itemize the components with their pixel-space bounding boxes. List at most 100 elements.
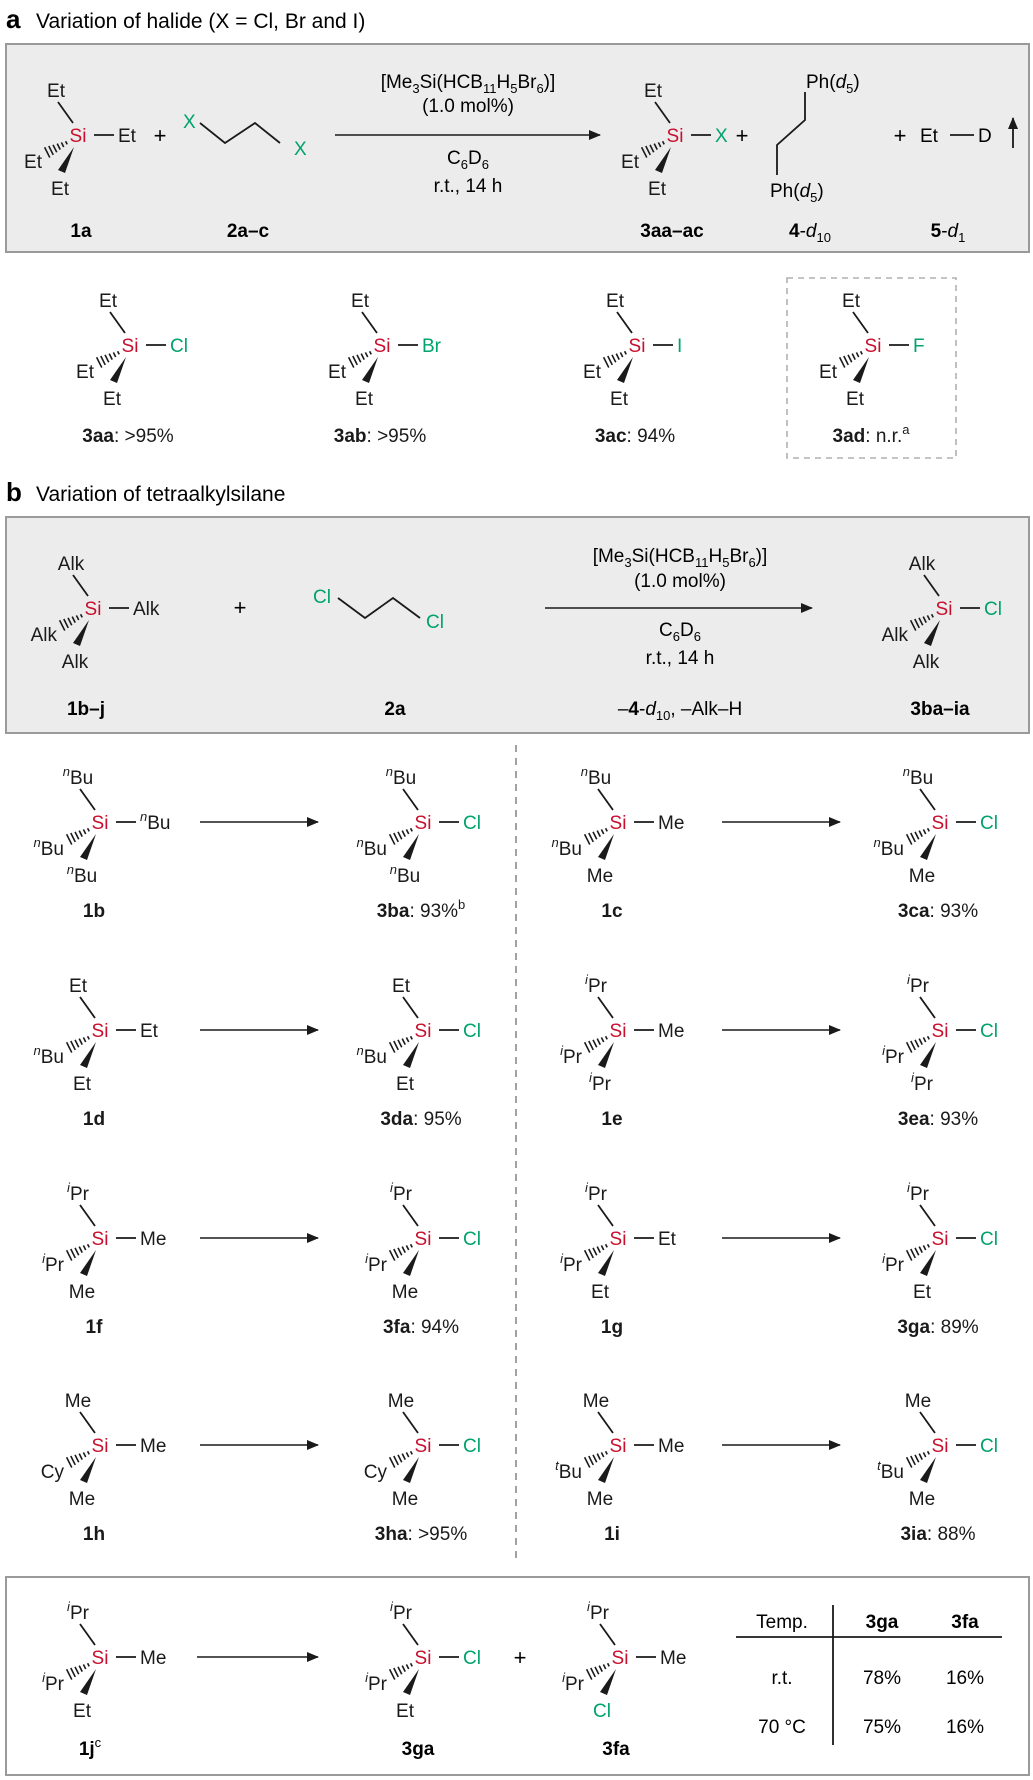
label-5-d1: 5-d1 [931,221,966,245]
atom-label: Cl [984,599,1002,620]
label-1a: 1a [70,221,92,242]
atom-label: Alk [909,554,936,575]
solvent-a: C6D6 [447,148,489,172]
atom-label: Me [909,866,935,887]
atom-label: Et [658,1229,677,1250]
result-3ia: 3ia: 88% [900,1524,975,1545]
atom-label: Et [846,389,865,410]
result-3ea: 3ea: 93% [898,1109,978,1130]
atom-label: Me [65,1391,91,1412]
plus-a3: + [894,123,907,148]
atom-label: iPr [560,1043,583,1068]
silicon-atom: Si [865,336,882,357]
atom-label: Me [660,1648,686,1669]
label-3ba-ia: 3ba–ia [910,699,970,720]
atom-label: iPr [365,1251,388,1276]
atom-label: iPr [67,1599,90,1624]
plus-a1: + [154,123,167,148]
atom-label: Cl [463,1648,481,1669]
atom-label: I [677,336,682,357]
atom-label: iPr [911,1070,934,1095]
result-3ga: 3ga: 89% [897,1317,978,1338]
label-3aa-ac: 3aa–ac [640,221,704,242]
atom-label: Me [388,1391,414,1412]
label-2a-c: 2a–c [227,221,270,242]
section-a-title: Variation of halide (X = Cl, Br and I) [36,10,365,33]
silicon-atom: Si [70,126,87,147]
atom-label: Et [76,362,95,383]
atom-label: Me [392,1489,418,1510]
silicon-atom: Si [612,1648,629,1669]
svg-text:Ph(d5): Ph(d5) [770,181,824,205]
atom-label: Et [73,1074,92,1095]
section-a-letter: a [6,4,21,34]
atom-label: Et [328,362,347,383]
atom-label: Alk [58,554,85,575]
silicon-atom: Si [374,336,391,357]
silicon-atom: Si [415,1229,432,1250]
conditions-a: r.t., 14 h [434,176,503,197]
atom-label: Et [396,1074,415,1095]
atom-label: Et [24,152,43,173]
atom-label: nBu [63,764,93,789]
silicon-atom: Si [92,1436,109,1457]
atom-label: Alk [62,652,89,673]
atom-label: Et [99,291,118,312]
atom-label: iPr [585,972,608,997]
atom-label: Et [47,81,66,102]
atom-label: Cl [593,1701,611,1722]
loading-a: (1.0 mol%) [422,96,514,117]
silicon-atom: Si [85,599,102,620]
atom-label: iPr [562,1670,585,1695]
atom-label: Cy [364,1462,388,1483]
label-1f: 1f [86,1317,104,1338]
silicon-atom: Si [415,1648,432,1669]
silicon-atom: Si [92,813,109,834]
table-header-3ga: 3ga [866,1612,899,1633]
atom-label: tBu [555,1458,582,1483]
atom-label: Et [103,389,122,410]
label-1c: 1c [601,901,623,922]
atom-label: Cl [463,1229,481,1250]
atom-label: Cl [463,1436,481,1457]
section-b-scheme-box [5,516,1030,734]
label-3ga-c: 3ga [402,1739,435,1760]
svg-text:X: X [294,139,307,160]
silicon-atom: Si [932,1436,949,1457]
atom-label: Cl [980,1021,998,1042]
atom-label: nBu [581,764,611,789]
svg-text:Cl: Cl [426,612,444,633]
atom-label: Et [648,179,667,200]
atom-label: nBu [874,835,904,860]
atom-label: Et [392,976,411,997]
atom-label: nBu [140,809,170,834]
plus-a2: + [736,123,749,148]
atom-label: Et [118,126,137,147]
silicon-atom: Si [610,1229,627,1250]
result-3ad: 3ad: n.r.a [833,422,911,447]
atom-label: Cl [463,813,481,834]
atom-label: Et [621,152,640,173]
table-cell: r.t. [771,1668,792,1689]
atom-label: F [913,336,925,357]
svg-text:D: D [978,126,992,147]
silicon-atom: Si [667,126,684,147]
atom-label: iPr [882,1251,905,1276]
atom-label: Et [819,362,838,383]
atom-label: Cl [170,336,188,357]
result-3ha: 3ha: >95% [375,1524,468,1545]
solvent-b: C6D6 [659,620,701,644]
atom-label: iPr [907,1180,930,1205]
